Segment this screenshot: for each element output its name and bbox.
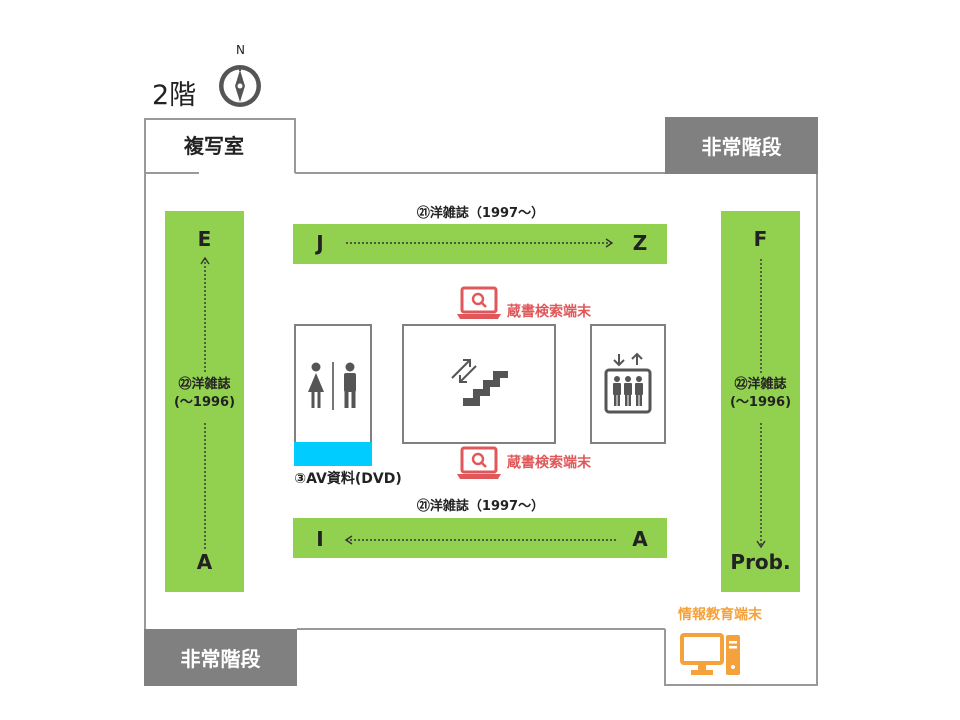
shelf-top [293,224,667,264]
stairs-icon [451,359,508,406]
shelf-right-label: ㉒洋雑誌 (～1996) [721,376,800,412]
catalog-terminal-bottom-label: 蔵書検索端末 [507,455,591,471]
shelf-left-label: ㉒洋雑誌 (～1996) [165,376,244,412]
shelf-right-top-letter: F [753,227,768,251]
av-shelf [294,442,372,466]
shelf-right-bottom-letter: Prob. [730,550,791,574]
compass-icon [219,65,261,107]
catalog-terminal-top-label: 蔵書検索端末 [507,304,591,320]
shelf-bottom-arrow [344,535,616,545]
copy-room-label: 複写室 [184,134,244,158]
shelf-bottom-end-letter: A [632,527,648,551]
shelf-right-label-line1: ㉒洋雑誌 [734,377,787,392]
laptop-search-icon [457,446,501,479]
laptop-search-icon [457,286,501,319]
shelf-top-caption: ㉑洋雑誌（1997～） [416,206,545,221]
shelf-left-top-letter: E [197,227,212,251]
central-stairs [402,324,556,444]
shelf-bottom [293,518,667,558]
shelf-right-arrow [756,259,766,549]
floor-outline [144,118,818,686]
shelf-left-label-line2: (～1996) [173,395,236,410]
shelf-top-end-letter: Z [632,231,648,255]
emergency-stairs-bottom: 非常階段 [144,629,297,686]
shelf-bottom-start-letter: I [316,527,324,551]
shelf-left-arrow [200,256,210,549]
elevator-icon [604,352,652,414]
emergency-stairs-top: 非常階段 [665,117,818,174]
floor-label: 2階 [152,80,197,111]
desktop-computer-icon [680,633,740,675]
shelf-top-start-letter: J [316,231,324,255]
emergency-stairs-bottom-label: 非常階段 [180,647,261,671]
shelf-top-arrow [346,238,614,248]
emergency-stairs-top-label: 非常階段 [701,135,782,159]
restroom-icon [308,362,356,410]
info-terminal-label: 情報教育端末 [678,607,762,623]
shelf-left-label-line1: ㉒洋雑誌 [178,377,231,392]
shelf-right-label-line2: (～1996) [729,395,792,410]
compass-north-label: N [236,43,245,57]
shelf-bottom-caption: ㉑洋雑誌（1997～） [416,499,545,514]
av-label: ③AV資料(DVD) [294,471,402,487]
shelf-left-bottom-letter: A [196,550,213,574]
